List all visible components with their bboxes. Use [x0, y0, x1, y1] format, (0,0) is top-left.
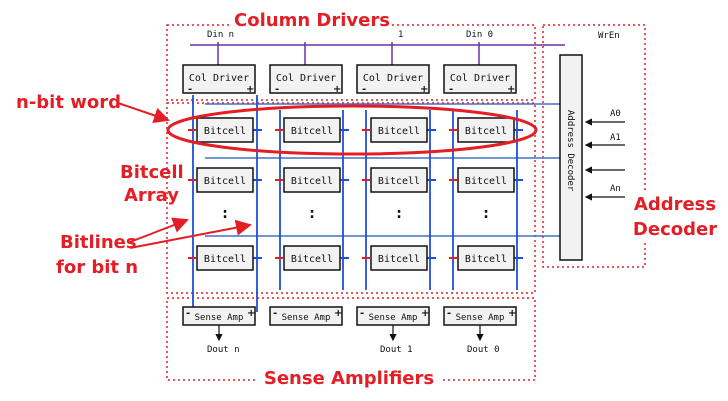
svg-text:-: -: [447, 308, 451, 319]
address-decoder-label-bg: [628, 190, 724, 242]
svg-text:-: -: [273, 308, 277, 319]
svg-text:Bitcell: Bitcell: [204, 176, 246, 187]
sense-amp-row: Sense Amp - + Sense Amp - + Sense Amp - …: [182, 306, 517, 326]
sense-amplifiers-label-bg: [258, 362, 440, 390]
svg-text:Bitcell: Bitcell: [204, 126, 246, 137]
svg-text:Col Driver: Col Driver: [189, 73, 249, 84]
svg-text:-: -: [449, 84, 453, 95]
sense-amp-2: Sense Amp - +: [269, 306, 343, 326]
a0-label: A0: [610, 109, 621, 119]
svg-text:Bitcell: Bitcell: [291, 176, 333, 187]
col-driver-n: Col Driver - +: [182, 64, 256, 95]
dout-0-label: Dout 0: [467, 345, 500, 355]
wordlines: [205, 103, 565, 237]
address-decoder-region: [542, 24, 646, 268]
a1-label: A1: [610, 133, 621, 143]
col-driver-0: Col Driver - +: [443, 64, 517, 95]
bitcell-row-1: Bitcell Bitcell Bitcell Bitcell: [196, 167, 515, 193]
din-1-label: 1: [398, 30, 403, 40]
column-drivers-region: [166, 24, 536, 101]
cell-taps: [188, 129, 523, 259]
svg-text:+: +: [421, 308, 429, 319]
svg-text:Col Driver: Col Driver: [450, 73, 510, 84]
svg-text:Col Driver: Col Driver: [276, 73, 336, 84]
n-bit-word-arrow: [117, 102, 170, 124]
col-driver-row: Col Driver - + Col Driver - + Col Driver…: [182, 64, 517, 95]
sense-amp-1: Sense Amp - +: [356, 306, 430, 326]
sense-amplifiers-label: Sense Amplifiers: [264, 368, 434, 389]
svg-text:+: +: [246, 84, 254, 95]
svg-text:-: -: [188, 84, 192, 95]
din-n-label: Din n: [207, 30, 234, 40]
dout-arrows: [215, 325, 484, 342]
svg-text:-: -: [360, 308, 364, 319]
address-decoder-label-1: Address: [634, 194, 716, 215]
svg-text:-: -: [362, 84, 366, 95]
bitlines-label-1: Bitlines: [60, 232, 137, 253]
svg-text::: :: [309, 206, 315, 222]
bitlines-arrow-2: [129, 219, 252, 249]
svg-text:+: +: [508, 308, 516, 319]
din-0-label: Din 0: [466, 30, 493, 40]
svg-text:Bitcell: Bitcell: [378, 126, 420, 137]
svg-text::: :: [396, 206, 402, 222]
wren-label: WrEn: [598, 31, 620, 41]
col-driver-2: Col Driver - +: [269, 64, 343, 95]
svg-text:+: +: [247, 308, 255, 319]
svg-text:Sense Amp: Sense Amp: [456, 313, 505, 323]
bitcell-ellipsis-row: : : : :: [222, 206, 489, 222]
svg-text:Bitcell: Bitcell: [204, 254, 246, 265]
bitcell-array-label-2: Array: [124, 185, 179, 206]
dout-1-label: Dout 1: [380, 345, 413, 355]
svg-text::: :: [222, 206, 228, 222]
svg-text:Sense Amp: Sense Amp: [195, 313, 244, 323]
svg-text:Sense Amp: Sense Amp: [369, 313, 418, 323]
svg-text:Sense Amp: Sense Amp: [282, 313, 331, 323]
n-bit-word-highlight: [166, 104, 538, 156]
bitcell-row-n: Bitcell Bitcell Bitcell Bitcell: [196, 245, 515, 271]
address-decoder-block: [559, 54, 583, 261]
address-inputs: [584, 118, 625, 201]
svg-text:Bitcell: Bitcell: [465, 176, 507, 187]
bitcell-row-0: Bitcell Bitcell Bitcell Bitcell: [196, 117, 515, 143]
svg-text:-: -: [275, 84, 279, 95]
svg-text:Col Driver: Col Driver: [363, 73, 423, 84]
bitlines-label-2: for bit n: [56, 257, 138, 278]
svg-text:+: +: [420, 84, 428, 95]
column-drivers-label: Column Drivers: [234, 10, 390, 31]
an-label: An: [610, 184, 621, 194]
svg-text:+: +: [334, 308, 342, 319]
address-decoder-label-2: Decoder: [633, 219, 717, 240]
svg-text::: :: [483, 206, 489, 222]
din-lines: [190, 42, 565, 65]
dout-n-label: Dout n: [207, 345, 240, 355]
bitcell-array-label-1: Bitcell: [120, 162, 184, 183]
svg-text:Bitcell: Bitcell: [465, 126, 507, 137]
svg-text:Bitcell: Bitcell: [378, 254, 420, 265]
bitlines-arrow-1: [129, 217, 189, 243]
svg-text:Bitcell: Bitcell: [291, 126, 333, 137]
svg-text:+: +: [507, 84, 515, 95]
sense-amp-0: Sense Amp - +: [443, 306, 517, 326]
address-decoder-block-label: Address Decoder: [565, 110, 575, 192]
n-bit-word-label: n-bit word: [16, 92, 121, 113]
svg-text:+: +: [333, 84, 341, 95]
svg-text:Bitcell: Bitcell: [465, 254, 507, 265]
bitcell-array-region: [166, 102, 536, 294]
col-driver-1: Col Driver - +: [356, 64, 430, 95]
sense-amp-n: Sense Amp - +: [182, 306, 256, 326]
column-drivers-label-bg: [232, 6, 392, 32]
svg-text:Bitcell: Bitcell: [378, 176, 420, 187]
svg-text:-: -: [186, 308, 190, 319]
svg-text:Bitcell: Bitcell: [291, 254, 333, 265]
